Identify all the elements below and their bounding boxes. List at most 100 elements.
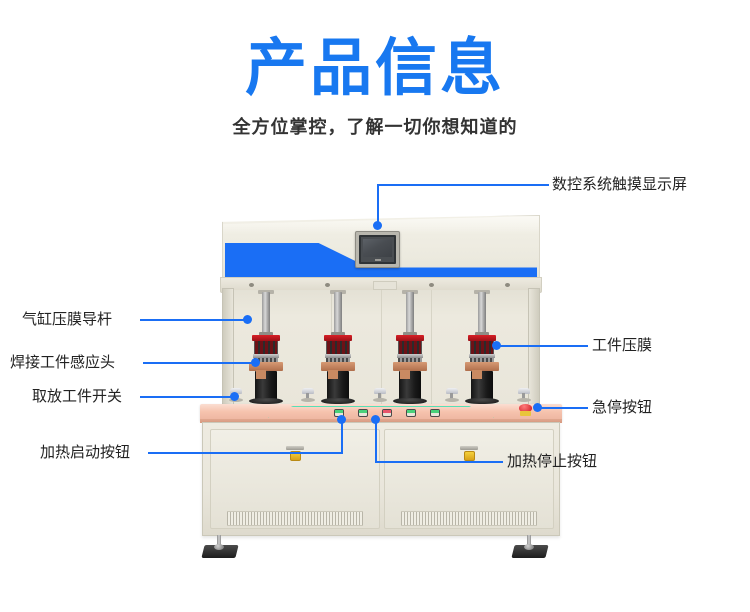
weld-sensor-head xyxy=(444,388,460,404)
press-head-top-plate xyxy=(252,335,280,341)
panel-seam xyxy=(431,290,432,408)
leader-dot-emergency-stop xyxy=(533,403,542,412)
cylinder-guide-rod xyxy=(334,292,342,336)
table-button[interactable] xyxy=(406,409,416,417)
cylinder-guide-rod xyxy=(262,292,270,336)
weld-sensor-head xyxy=(300,388,316,404)
cylinder-guide-rod xyxy=(406,292,414,336)
estop-base xyxy=(520,411,531,416)
leader-line-emergency-stop xyxy=(541,407,588,409)
sensor-stem xyxy=(522,393,525,399)
work-table-edge xyxy=(200,419,562,423)
work-table-surface xyxy=(200,404,562,421)
leader-dot-heating-stop xyxy=(371,415,380,424)
screen-logo xyxy=(374,259,381,261)
leader-dot-weld-sensor-head xyxy=(251,358,260,367)
table-button[interactable] xyxy=(358,409,368,417)
lock-bar xyxy=(460,446,478,450)
leader-line-cylinder-guide-rod xyxy=(140,319,250,321)
sensor-stem xyxy=(306,393,309,399)
press-head-top-plate xyxy=(396,335,424,341)
annotation-label-heating-start: 加热启动按钮 xyxy=(40,444,131,461)
heating-stop-button[interactable] xyxy=(382,409,392,417)
leader-dot-workpiece-press-film xyxy=(492,341,501,350)
sensor-cap xyxy=(302,388,314,394)
leader-line-touch-screen-vertical xyxy=(377,184,379,225)
foot-stem xyxy=(217,535,221,547)
page-title: 产品信息 xyxy=(244,34,505,103)
foot-bolt xyxy=(524,544,534,550)
press-head-band xyxy=(325,354,351,358)
lock-body xyxy=(290,451,301,461)
annotation-label-load-unload-switch: 取放工件开关 xyxy=(32,388,123,405)
annotation-label-weld-sensor-head: 焊接工件感应头 xyxy=(10,354,116,371)
cylinder-base xyxy=(321,398,355,404)
press-head-band-lower xyxy=(254,358,278,362)
lip-screw xyxy=(325,283,330,287)
touch-screen-frame xyxy=(359,235,396,264)
lip-screw xyxy=(249,283,254,287)
lip-screw xyxy=(505,283,510,287)
copper-press-block xyxy=(393,362,427,371)
door-lock-handle[interactable] xyxy=(460,446,478,463)
rod-nut xyxy=(331,332,345,336)
press-station xyxy=(387,290,433,408)
rod-nut xyxy=(475,332,489,336)
annotation-label-heating-stop: 加热停止按钮 xyxy=(507,453,598,470)
press-head-band-lower xyxy=(326,358,350,362)
touch-screen-panel[interactable] xyxy=(355,231,400,268)
copper-press-block xyxy=(465,362,499,371)
ventilation-louver xyxy=(227,511,363,526)
rod-nut xyxy=(259,332,273,336)
leader-dot-touch-screen xyxy=(373,221,382,230)
leader-line-heating-start-vertical xyxy=(341,419,343,452)
sensor-foot xyxy=(373,398,387,402)
cylinder-base xyxy=(465,398,499,404)
cylinder-tag xyxy=(256,370,266,379)
leader-line-heating-start xyxy=(148,452,343,454)
press-head-pins xyxy=(254,341,278,354)
sensor-cap xyxy=(230,388,242,394)
foot-bolt xyxy=(214,544,224,550)
press-station xyxy=(459,290,505,408)
sensor-cap xyxy=(518,388,530,394)
lip-nameplate xyxy=(373,281,397,290)
sensor-stem xyxy=(450,393,453,399)
press-head-top-plate xyxy=(468,335,496,341)
cylinder-base xyxy=(393,398,427,404)
weld-sensor-head xyxy=(372,388,388,404)
press-station xyxy=(243,290,289,408)
cylinder-guide-rod xyxy=(478,292,486,336)
door-lock-handle[interactable] xyxy=(286,446,304,463)
annotation-label-cylinder-guide-rod: 气缸压膜导杆 xyxy=(22,311,113,328)
lock-bar xyxy=(286,446,304,450)
annotation-label-workpiece-press-film: 工件压膜 xyxy=(592,337,653,354)
press-head-pins xyxy=(326,341,350,354)
leader-line-weld-sensor-head xyxy=(143,362,259,364)
weld-sensor-head xyxy=(516,388,532,404)
foot-stem xyxy=(527,535,531,547)
table-button[interactable] xyxy=(430,409,440,417)
press-head-band xyxy=(253,354,279,358)
lock-body xyxy=(464,451,475,461)
press-head-band-lower xyxy=(470,358,494,362)
sensor-cap xyxy=(374,388,386,394)
press-head-band xyxy=(397,354,423,358)
sensor-stem xyxy=(378,393,381,399)
lip-screw xyxy=(429,283,434,287)
emergency-stop-button[interactable] xyxy=(519,404,532,416)
sensor-foot xyxy=(301,398,315,402)
leveling-foot xyxy=(511,535,549,559)
touch-screen-display[interactable] xyxy=(363,239,392,257)
work-area-outline xyxy=(268,406,494,418)
head-lower-lip xyxy=(220,277,542,293)
press-head-band xyxy=(469,354,495,358)
cylinder-base xyxy=(249,398,283,404)
leader-dot-load-unload-switch xyxy=(230,392,239,401)
press-head-pins xyxy=(470,341,494,354)
cylinder-tag xyxy=(400,370,410,379)
annotation-label-emergency-stop: 急停按钮 xyxy=(592,399,653,416)
annotation-label-touch-screen: 数控系统触摸显示屏 xyxy=(552,176,688,193)
leader-line-workpiece-press-film xyxy=(500,345,588,347)
